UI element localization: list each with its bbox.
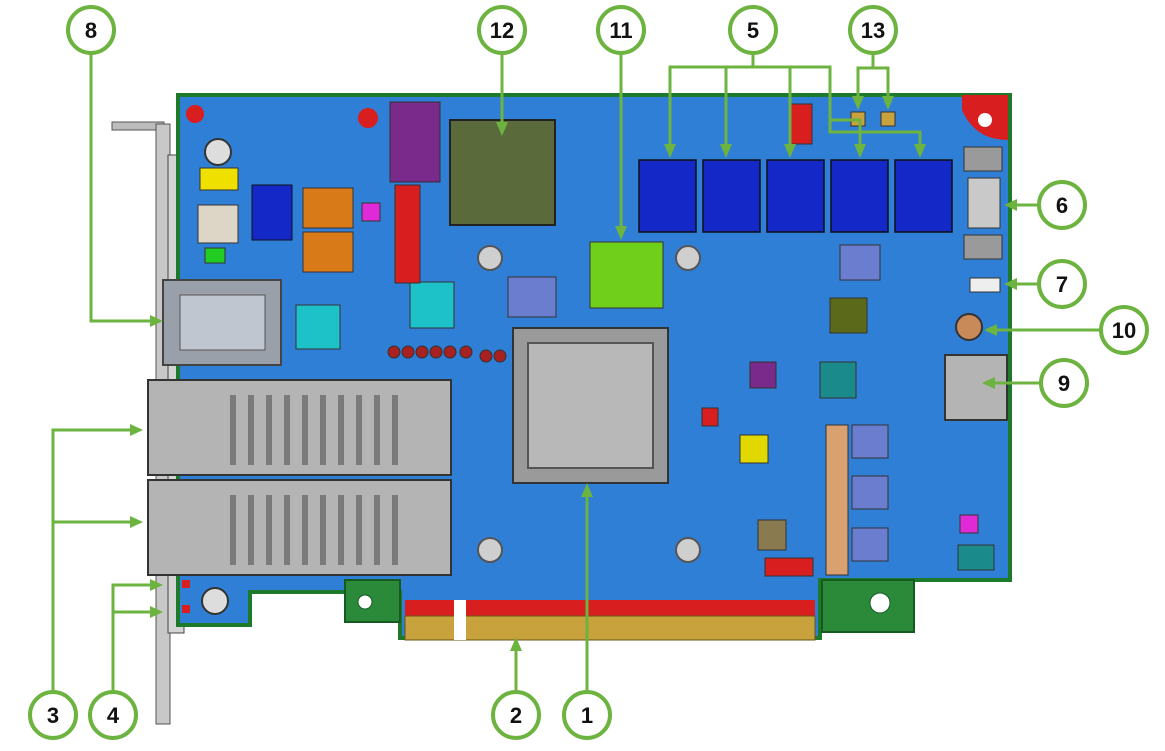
callout-3: 3 bbox=[28, 690, 78, 740]
callout-label: 4 bbox=[107, 703, 120, 728]
pcie-edge-connector bbox=[404, 600, 816, 641]
callout-10: 10 bbox=[1099, 305, 1149, 355]
callout-5: 5 bbox=[728, 5, 778, 55]
small-header-connector bbox=[969, 277, 1001, 293]
tab-hole-right bbox=[869, 592, 891, 614]
mounting-tab-left bbox=[344, 579, 401, 623]
callout-11: 11 bbox=[596, 5, 646, 55]
red-component-top bbox=[789, 103, 813, 145]
callout-12: 12 bbox=[477, 5, 527, 55]
callout-label: 13 bbox=[861, 18, 885, 43]
callout-13: 13 bbox=[848, 5, 898, 55]
tab-hole-left bbox=[357, 594, 373, 610]
callout-1: 1 bbox=[562, 690, 612, 740]
right-components bbox=[701, 244, 995, 577]
callout-9: 9 bbox=[1039, 358, 1089, 408]
rj45-port bbox=[162, 279, 282, 366]
screw-bottom bbox=[201, 587, 229, 615]
screw-top bbox=[204, 138, 232, 166]
power-connector bbox=[944, 354, 1008, 421]
left-components bbox=[186, 101, 557, 350]
coin-battery bbox=[955, 313, 983, 341]
side-connector bbox=[963, 146, 1003, 260]
fpga-package bbox=[512, 327, 669, 484]
qsfp-cages bbox=[147, 379, 452, 576]
callout-label: 11 bbox=[609, 18, 632, 43]
capacitor-row bbox=[387, 345, 507, 363]
callout-label: 8 bbox=[85, 18, 97, 43]
callout-label: 12 bbox=[490, 18, 514, 43]
callout-2: 2 bbox=[491, 690, 541, 740]
callout-8: 8 bbox=[66, 5, 116, 55]
callout-label: 2 bbox=[510, 703, 522, 728]
callout-6: 6 bbox=[1037, 180, 1087, 230]
callout-label: 1 bbox=[581, 703, 593, 728]
callout-label: 10 bbox=[1112, 318, 1136, 343]
callout-label: 5 bbox=[747, 18, 759, 43]
callout-label: 9 bbox=[1058, 371, 1070, 396]
callout-label: 6 bbox=[1056, 193, 1068, 218]
leader-lines bbox=[51, 54, 1100, 691]
callout-label: 3 bbox=[47, 703, 59, 728]
olive-chip bbox=[449, 119, 556, 226]
callout-4: 4 bbox=[88, 690, 138, 740]
callout-7: 7 bbox=[1037, 259, 1087, 309]
corner-hole bbox=[978, 113, 992, 127]
green-chip bbox=[589, 241, 664, 309]
mounting-tab-right bbox=[821, 579, 915, 633]
memory-chips bbox=[638, 159, 953, 233]
callout-label: 7 bbox=[1056, 272, 1068, 297]
status-leds bbox=[182, 580, 190, 613]
mounting-holes bbox=[477, 245, 701, 563]
